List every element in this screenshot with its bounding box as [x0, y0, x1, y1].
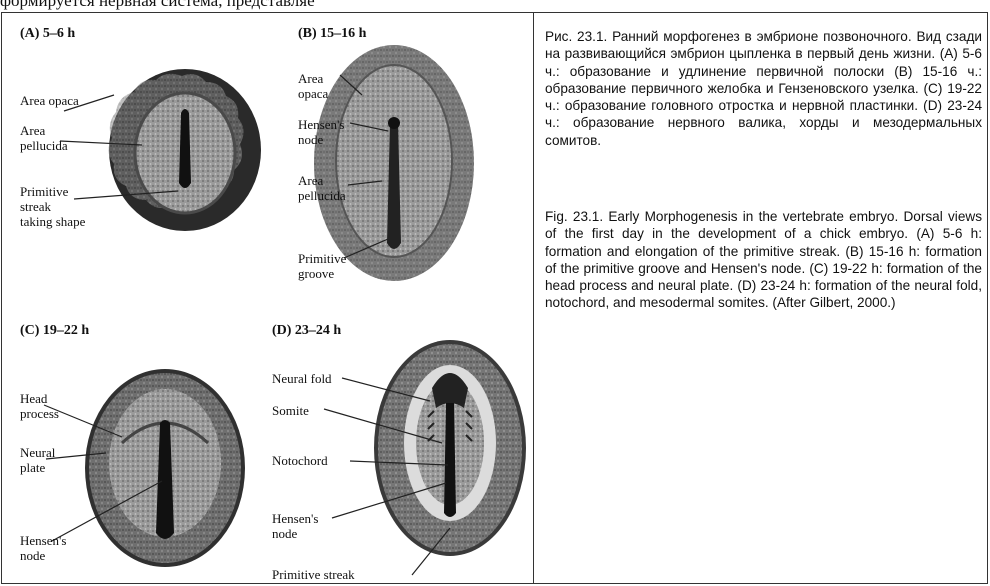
- panel-d-label-somite: Somite: [272, 403, 309, 418]
- column-divider: [533, 12, 534, 584]
- embryo-c-drawing: [44, 369, 245, 567]
- panel-b-label-primitive-groove: Primitive groove: [298, 251, 346, 281]
- panel-a-label-primitive-streak: Primitive streak taking shape: [20, 184, 85, 229]
- panel-d-label-hensens-node: Hensen's node: [272, 511, 318, 541]
- caption-english: Fig. 23.1. Early Morphogenesis in the ve…: [545, 208, 982, 312]
- panel-d-label-primitive-streak: Primitive streak: [272, 567, 355, 582]
- panel-b-title: (B) 15–16 h: [298, 26, 366, 42]
- panel-c-title: (C) 19–22 h: [20, 323, 89, 339]
- embryo-figure: (A) 5–6 h Area opaca Area pellucida Prim…: [2, 13, 532, 583]
- embryo-b-drawing: [314, 45, 474, 281]
- panel-d-title: (D) 23–24 h: [272, 323, 341, 339]
- panel-a-label-area-pellucida: Area pellucida: [20, 123, 68, 153]
- panel-a-label-area-opaca: Area opaca: [20, 93, 79, 108]
- panel-b-label-hensens-node: Hensen's node: [298, 117, 344, 147]
- panel-c-label-head-process: Head process: [20, 391, 59, 421]
- embryo-illustrations: [2, 13, 532, 583]
- panel-b-label-area-pellucida: Area pellucida: [298, 173, 346, 203]
- panel-d-label-neural-fold: Neural fold: [272, 371, 332, 386]
- panel-c-label-hensens-node: Hensen's node: [20, 533, 66, 563]
- embryo-d-drawing: [324, 340, 526, 575]
- panel-c-label-neural-plate: Neural plate: [20, 445, 55, 475]
- cut-off-text-line: формируется нервная система, представляе: [0, 0, 990, 11]
- caption-russian: Рис. 23.1. Ранний морфогенез в эмбрионе …: [545, 28, 982, 149]
- panel-b-label-area-opaca: Area opaca: [298, 71, 328, 101]
- embryo-a-drawing: [60, 69, 261, 231]
- panel-a-title: (A) 5–6 h: [20, 26, 75, 42]
- panel-d-label-notochord: Notochord: [272, 453, 328, 468]
